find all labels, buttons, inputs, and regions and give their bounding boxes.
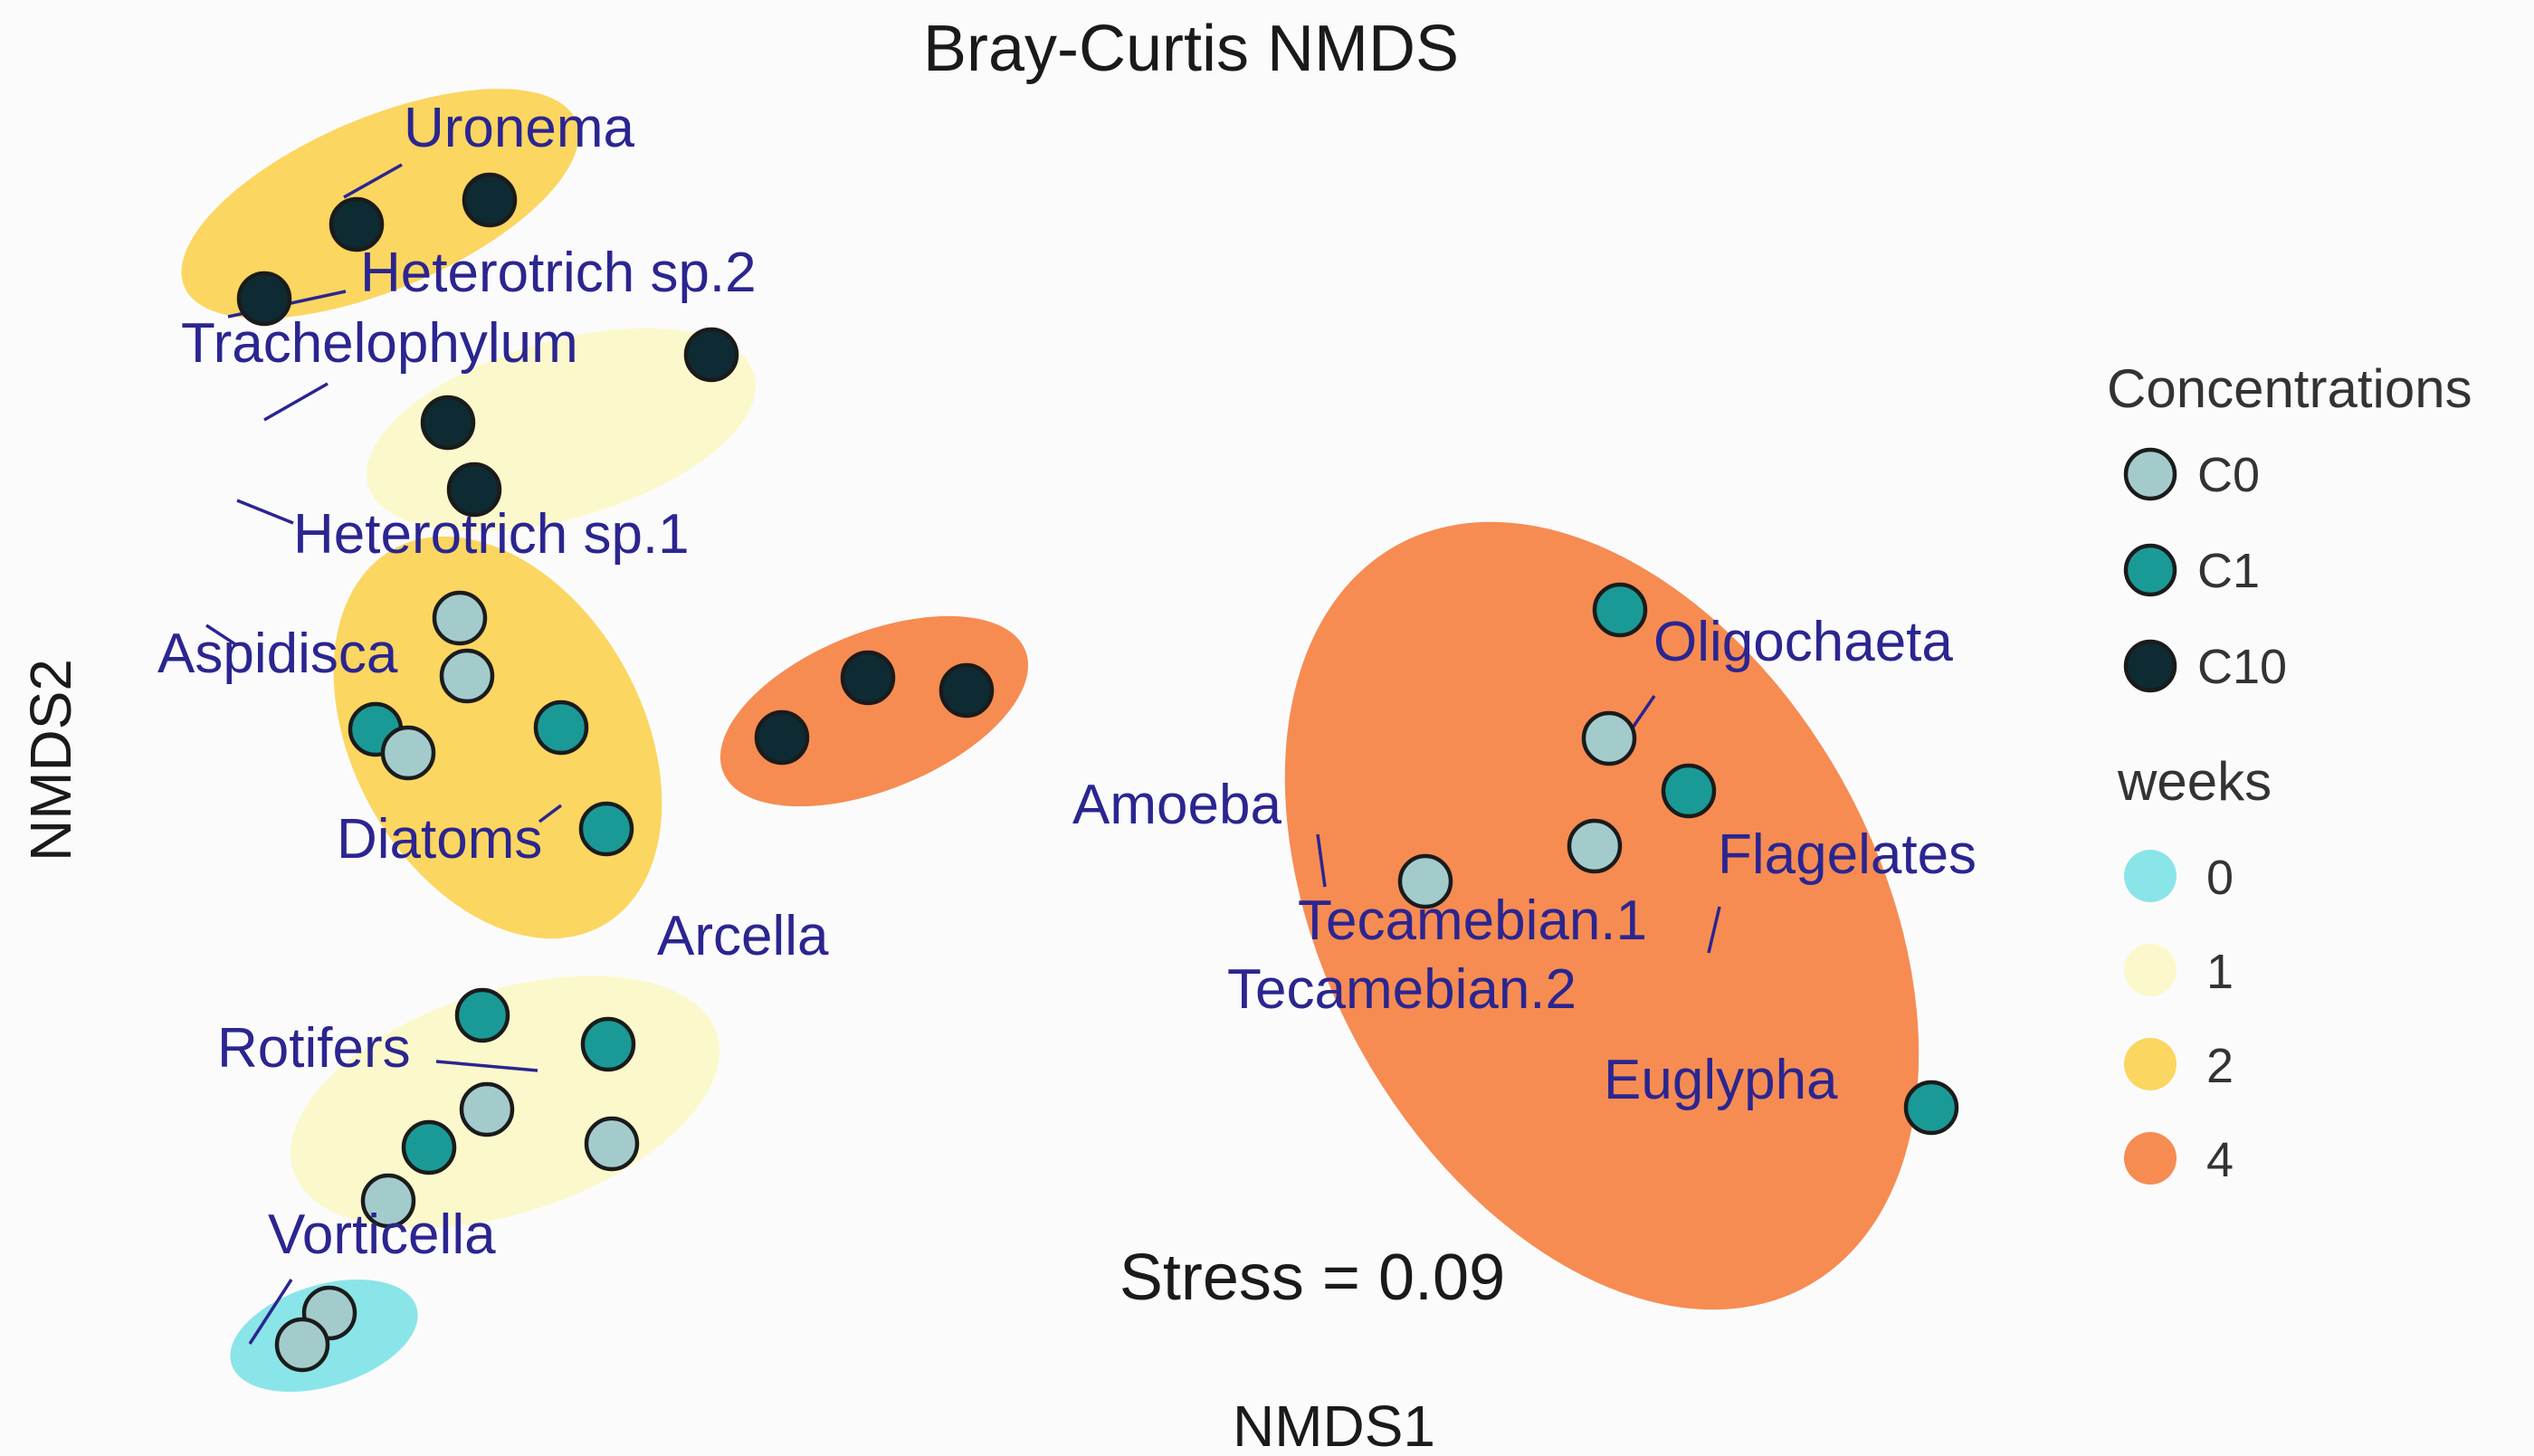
sample-point-c1: [1661, 763, 1717, 819]
stress-annotation: Stress = 0.09: [1119, 1242, 1505, 1314]
species-label-euglypha: Euglypha: [1604, 1049, 1838, 1111]
sample-point-c1: [1903, 1080, 1959, 1136]
legend-concentrations-title: Concentrations: [2107, 358, 2472, 419]
legend-label-week-0: 0: [2206, 851, 2234, 905]
legend-key-c0: [2123, 447, 2177, 501]
y-axis-label: NMDS2: [18, 659, 83, 861]
label-leader-line: [343, 163, 403, 199]
sample-point-c0: [459, 1081, 515, 1137]
sample-point-c10: [683, 327, 739, 383]
legend-label-c0: C0: [2197, 448, 2260, 502]
sample-point-c10: [420, 395, 476, 451]
week-4-ellipse: [719, 615, 1029, 807]
sample-point-c10: [840, 650, 896, 706]
label-leader-line: [1316, 833, 1327, 888]
legend-key-c10: [2123, 639, 2177, 693]
sample-point-c1: [533, 699, 589, 756]
species-label-trachelophylum: Trachelophylum: [181, 312, 578, 375]
sample-point-c1: [578, 801, 634, 857]
sample-point-c10: [754, 709, 810, 766]
label-leader-line: [538, 804, 563, 823]
species-label-uronema: Uronema: [404, 97, 635, 159]
species-label-aspidisca: Aspidisca: [157, 623, 398, 685]
sample-point-c0: [584, 1116, 640, 1172]
chart-title: Bray-Curtis NMDS: [923, 13, 1459, 85]
species-label-diatoms: Diatoms: [337, 808, 542, 871]
legend-key-week-2: [2124, 1038, 2177, 1090]
legend-key-week-4: [2124, 1132, 2177, 1185]
sample-point-c0: [1581, 710, 1637, 766]
legend-label-week-4: 4: [2206, 1133, 2234, 1187]
label-leader-line: [1707, 906, 1721, 954]
species-label-amoeba: Amoeba: [1072, 774, 1281, 836]
legend-label-week-1: 1: [2206, 945, 2234, 999]
sample-point-c10: [329, 196, 385, 252]
week-2-ellipse: [181, 89, 579, 319]
label-leader-line: [205, 623, 236, 646]
sample-point-c10: [236, 271, 292, 327]
label-leader-line: [263, 382, 329, 422]
legend-label-week-2: 2: [2206, 1039, 2234, 1093]
sample-point-c1: [1592, 582, 1648, 638]
species-label-heterotrich-sp-1: Heterotrich sp.1: [293, 503, 690, 566]
species-label-rotifers: Rotifers: [217, 1017, 411, 1080]
label-leader-line: [248, 1279, 293, 1345]
sample-point-c1: [401, 1119, 457, 1175]
species-label-flagelates: Flagelates: [1718, 823, 1977, 886]
species-label-tecamebian-1: Tecamebian.1: [1298, 890, 1647, 952]
species-label-heterotrich-sp-2: Heterotrich sp.2: [360, 242, 757, 304]
legend-key-week-1: [2124, 944, 2177, 996]
legend-label-c10: C10: [2197, 640, 2287, 694]
legend-key-week-0: [2124, 850, 2177, 902]
sample-point-c0: [432, 590, 488, 646]
x-axis-label: NMDS1: [1233, 1394, 1435, 1456]
sample-point-c0: [274, 1317, 330, 1373]
sample-point-c10: [446, 462, 502, 518]
sample-point-c10: [462, 172, 518, 228]
species-label-oligochaeta: Oligochaeta: [1653, 611, 1953, 673]
label-leader-line: [236, 499, 294, 525]
sample-points: [236, 172, 1959, 1373]
sample-point-c0: [1397, 853, 1453, 909]
sample-point-c1: [580, 1016, 636, 1072]
sample-point-c1: [454, 987, 510, 1043]
sample-point-c0: [439, 648, 495, 704]
legend-weeks-title: weeks: [2117, 751, 2272, 812]
species-label-tecamebian-2: Tecamebian.2: [1227, 958, 1577, 1021]
week-4-ellipse: [1284, 521, 1920, 1310]
week-2-ellipse: [333, 536, 662, 939]
sample-point-c0: [380, 725, 436, 781]
species-label-vorticella: Vorticella: [268, 1204, 496, 1266]
species-label-arcella: Arcella: [657, 905, 829, 967]
legend-label-c1: C1: [2197, 544, 2260, 598]
label-leader-line: [435, 1060, 538, 1072]
sample-point-c0: [360, 1173, 416, 1229]
sample-point-c0: [1567, 818, 1623, 874]
sample-point-c10: [938, 662, 995, 718]
legend-key-c1: [2123, 543, 2177, 597]
